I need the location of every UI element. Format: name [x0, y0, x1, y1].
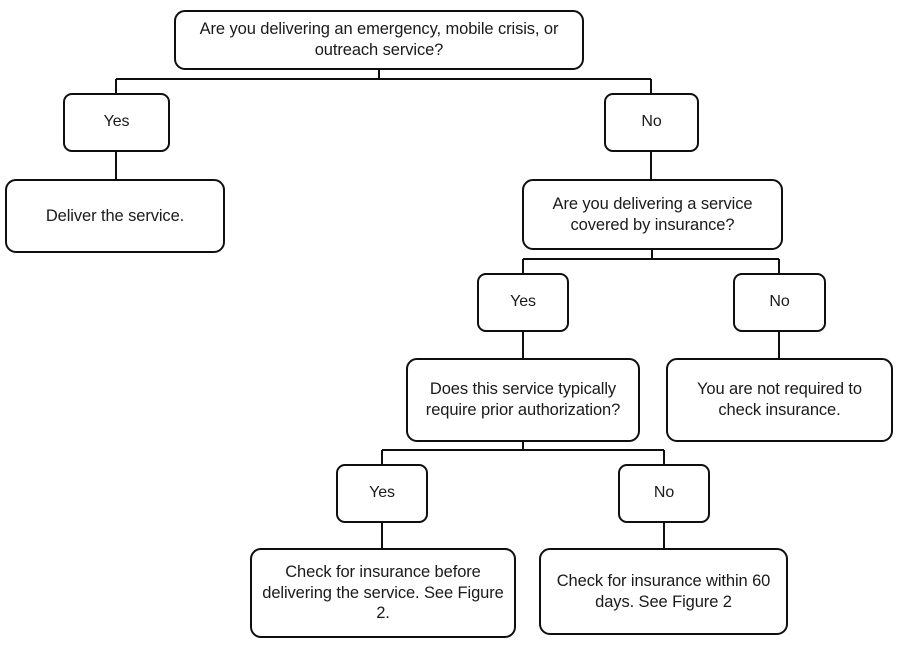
- node-root-no[interactable]: No: [604, 93, 699, 152]
- node-check-before-delivering[interactable]: Check for insurance before delivering th…: [250, 548, 516, 638]
- node-insurance-question[interactable]: Are you delivering a service covered by …: [522, 179, 783, 250]
- node-prior-auth-yes[interactable]: Yes: [336, 464, 428, 523]
- node-insurance-no[interactable]: No: [733, 273, 826, 332]
- node-insurance-question-label: Are you delivering a service covered by …: [552, 194, 753, 234]
- node-root-yes[interactable]: Yes: [63, 93, 170, 152]
- node-prior-auth-question-label: Does this service typically require prio…: [425, 380, 621, 419]
- node-prior-auth-question[interactable]: Does this service typically require prio…: [406, 358, 640, 442]
- node-insurance-yes[interactable]: Yes: [477, 273, 569, 332]
- node-insurance-no-label: No: [769, 293, 790, 311]
- node-root-question-label: Are you delivering an emergency, mobile …: [199, 20, 559, 59]
- node-prior-auth-yes-label: Yes: [369, 484, 395, 502]
- node-check-before-delivering-label: Check for insurance before delivering th…: [262, 562, 504, 623]
- node-not-required-label: You are not required to check insurance.: [697, 380, 862, 419]
- node-not-required[interactable]: You are not required to check insurance.: [666, 358, 893, 442]
- node-root-question[interactable]: Are you delivering an emergency, mobile …: [174, 10, 584, 70]
- node-prior-auth-no[interactable]: No: [618, 464, 710, 523]
- node-insurance-yes-label: Yes: [510, 293, 536, 311]
- node-check-within-60-days-label: Check for insurance within 60 days. See …: [556, 571, 771, 611]
- node-root-yes-label: Yes: [103, 113, 130, 131]
- node-prior-auth-no-label: No: [653, 484, 675, 502]
- node-deliver-service[interactable]: Deliver the service.: [5, 179, 225, 253]
- node-deliver-service-label: Deliver the service.: [45, 206, 185, 225]
- node-check-within-60-days[interactable]: Check for insurance within 60 days. See …: [539, 548, 788, 635]
- node-root-no-label: No: [641, 113, 662, 131]
